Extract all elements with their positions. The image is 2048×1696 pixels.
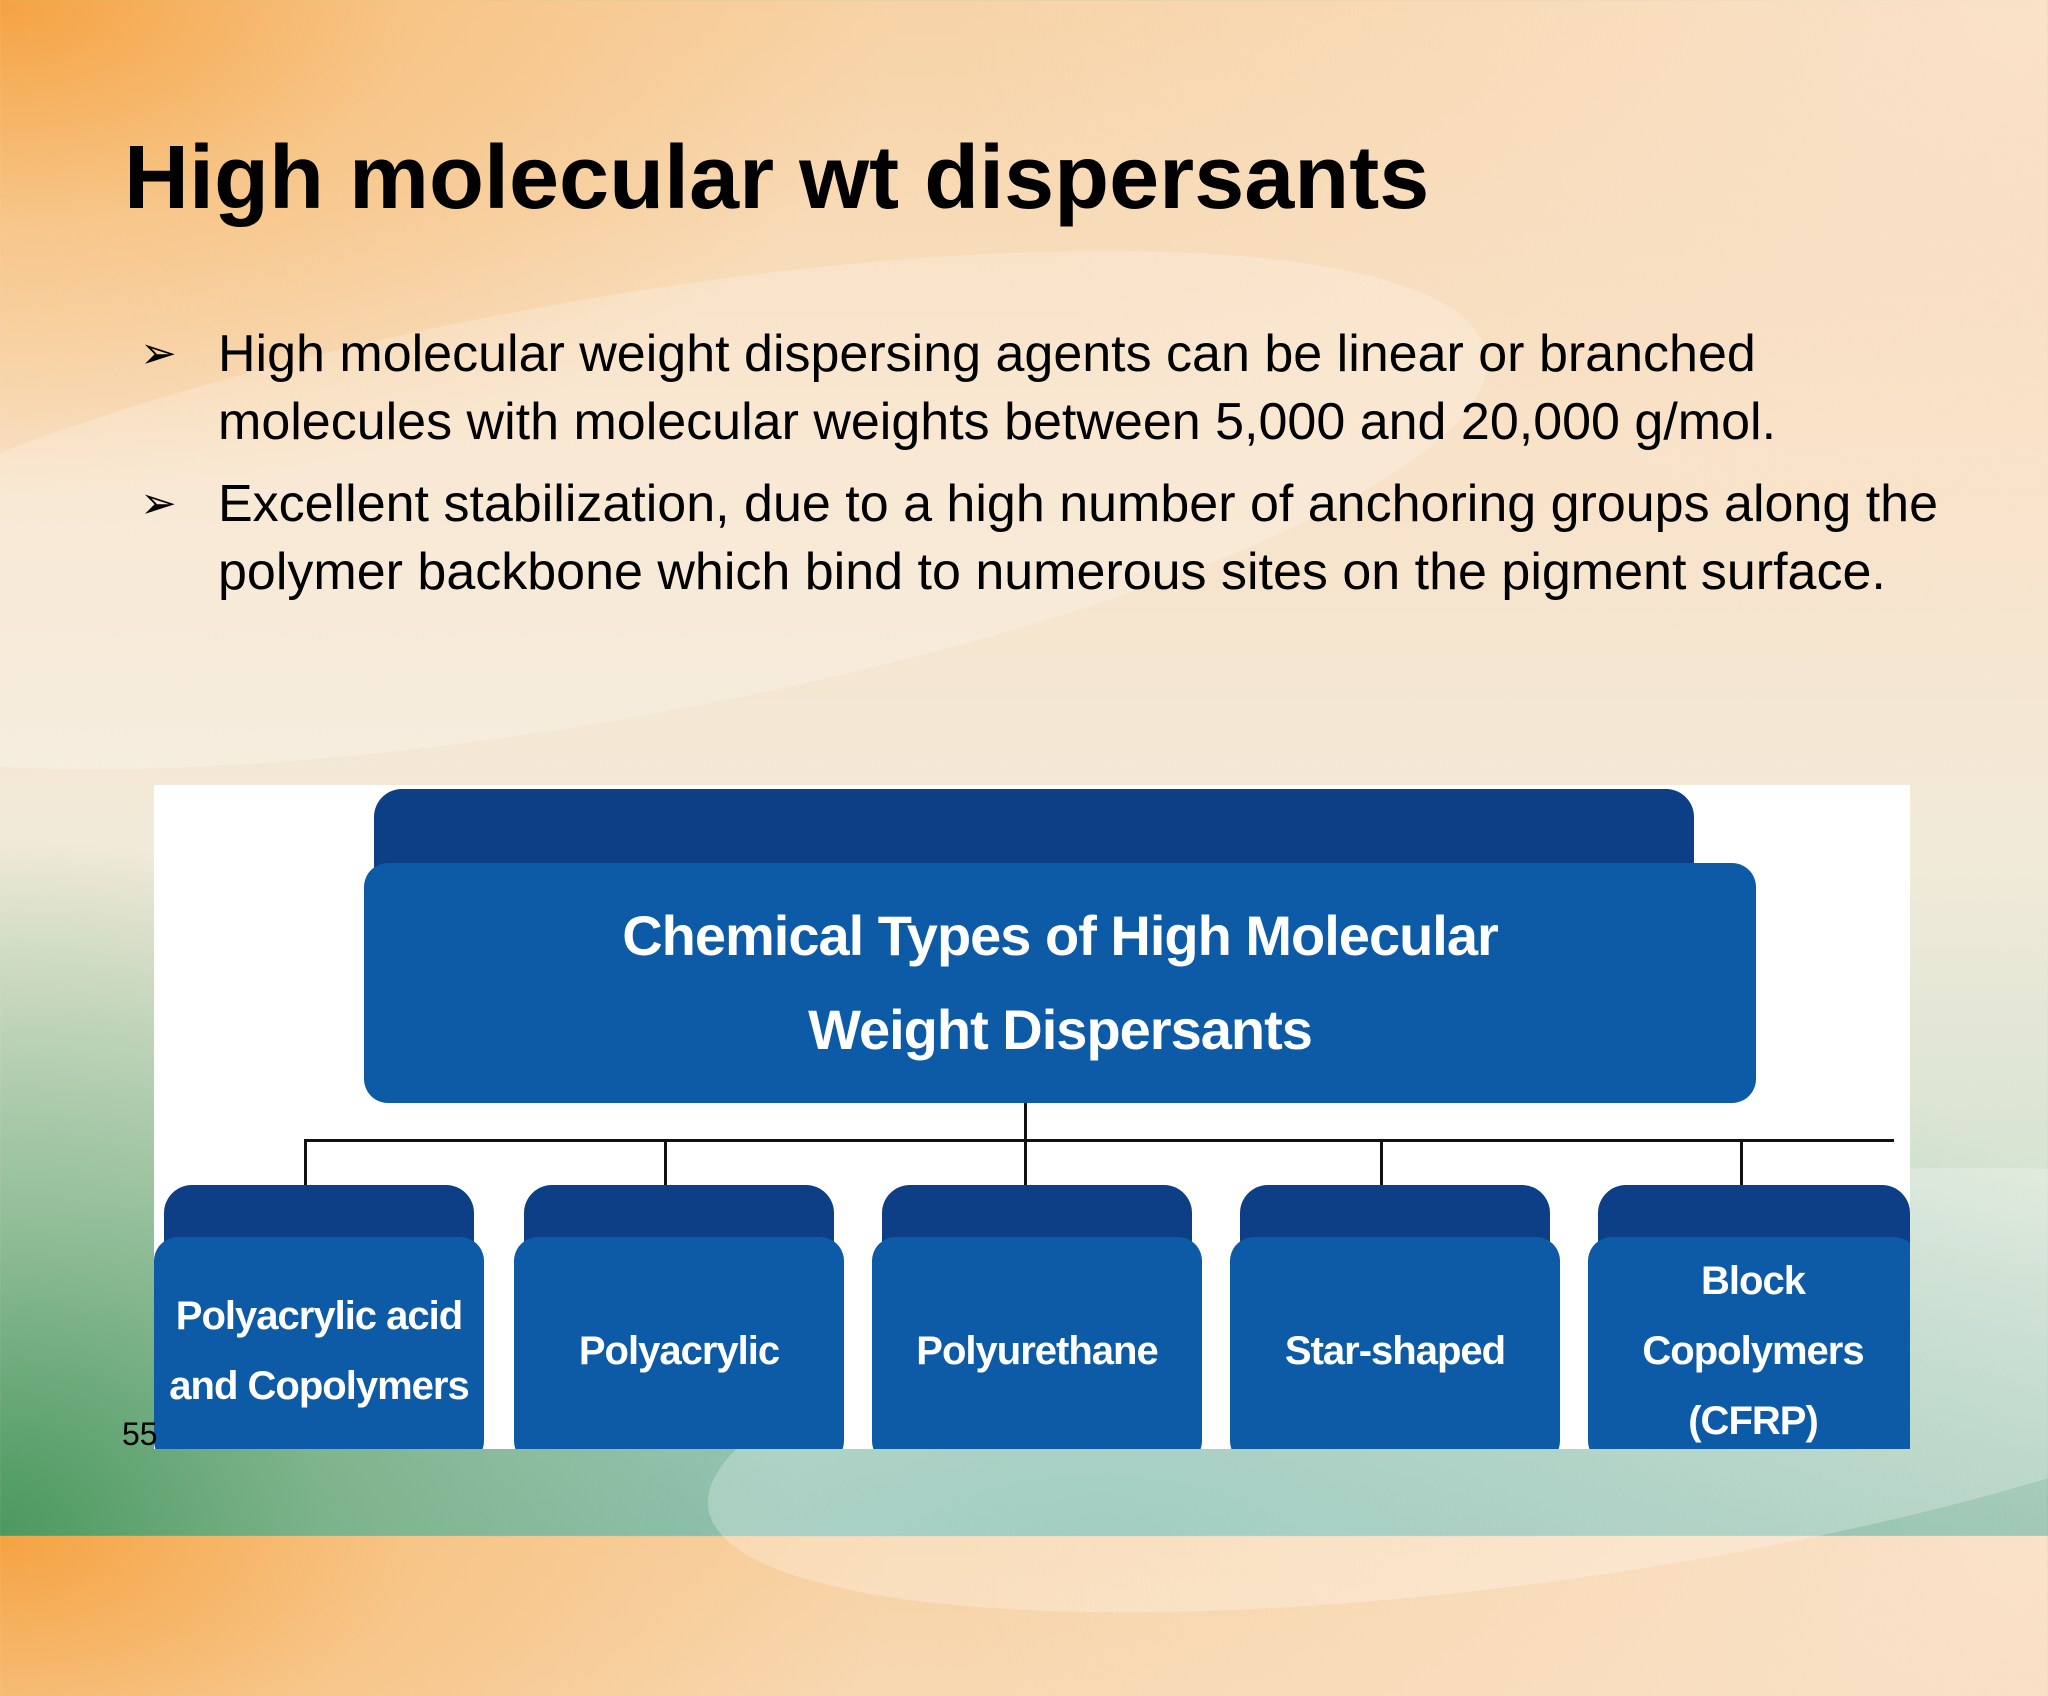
child-node: Polyurethane <box>872 1185 1202 1449</box>
connector-horizontal-bar <box>304 1139 1894 1142</box>
page-number: 55 <box>122 1416 158 1452</box>
root-node-box: Chemical Types of High Molecular Weight … <box>364 863 1756 1103</box>
child-node-box: Polyacrylic <box>514 1237 844 1449</box>
child-node: Polyacrylic <box>514 1185 844 1449</box>
root-node-label-line1: Chemical Types of High Molecular <box>622 904 1499 967</box>
child-node-label-line1: Polyacrylic <box>578 1329 780 1373</box>
child-node-label-line1: Polyacrylic acid <box>175 1294 463 1338</box>
connector-child-stem <box>304 1139 307 1185</box>
child-node-box: Block Copolymers (CFRP) <box>1588 1237 1910 1449</box>
root-node-label-line2: Weight Dispersants <box>808 998 1313 1061</box>
child-node: Polyacrylic acid and Copolymers <box>154 1185 484 1449</box>
child-node-label-line1: Polyurethane <box>916 1329 1158 1373</box>
bullet-list: ➢ High molecular weight dispersing agent… <box>140 320 1940 620</box>
child-node: Star-shaped <box>1230 1185 1560 1449</box>
bullet-item: ➢ Excellent stabilization, due to a high… <box>140 470 1940 606</box>
child-node-box: Polyacrylic acid and Copolymers <box>154 1237 484 1449</box>
connector-child-stem <box>664 1139 667 1185</box>
child-node: Block Copolymers (CFRP) <box>1588 1185 1910 1449</box>
slide-title: High molecular wt dispersants <box>124 128 1430 228</box>
bullet-text: High molecular weight dispersing agents … <box>218 325 1777 451</box>
connector-child-stem <box>1024 1139 1027 1185</box>
bullet-text: Excellent stabilization, due to a high n… <box>218 475 1939 601</box>
child-node-label-line2: and Copolymers <box>169 1364 469 1408</box>
child-node-label-line2: (CFRP) <box>1688 1399 1819 1443</box>
child-node-box: Star-shaped <box>1230 1237 1560 1449</box>
arrow-bullet-icon: ➢ <box>140 328 177 379</box>
arrow-bullet-icon: ➢ <box>140 478 177 529</box>
root-node: Chemical Types of High Molecular Weight … <box>364 789 1756 1103</box>
connector-child-stem <box>1380 1139 1383 1185</box>
bullet-item: ➢ High molecular weight dispersing agent… <box>140 320 1940 456</box>
child-node-label-line1: Block Copolymers <box>1642 1259 1864 1373</box>
connector-root-stem <box>1024 1103 1027 1141</box>
connector-child-stem <box>1740 1139 1743 1185</box>
child-node-label-line1: Star-shaped <box>1284 1329 1506 1373</box>
child-node-box: Polyurethane <box>872 1237 1202 1449</box>
hierarchy-diagram: Chemical Types of High Molecular Weight … <box>154 785 1910 1449</box>
